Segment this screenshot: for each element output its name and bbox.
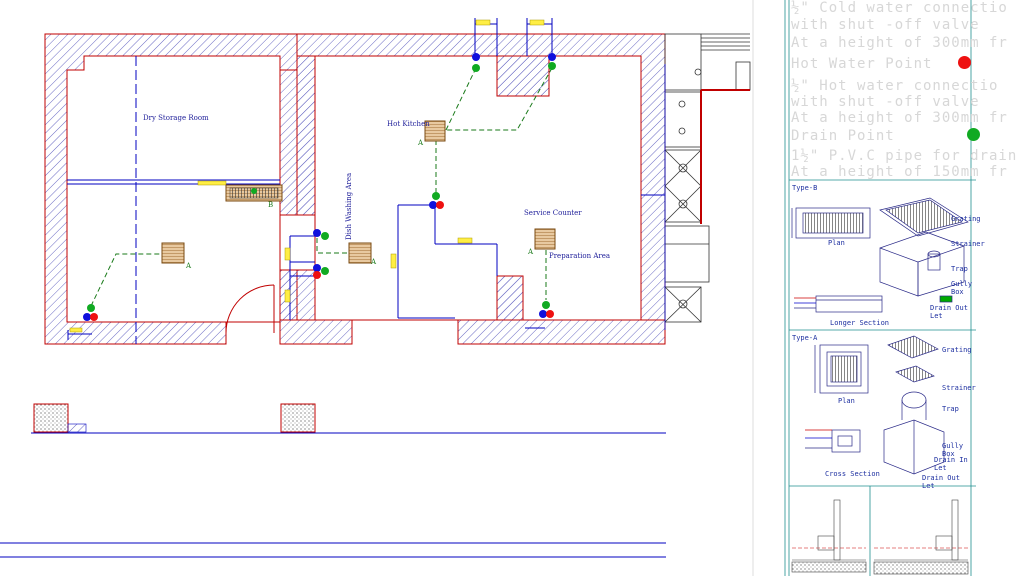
type-a-strainer: Strainer [942,384,976,392]
legend-hot-line2: with shut -off valve [791,94,980,110]
legend-drain-line1: 1½" P.V.C pipe for drain [791,148,1017,164]
section-strip [0,403,666,558]
legend-drain-line2: At a height of 150mm fr [791,164,1008,180]
legend-hot-line3: At a height of 300mm fr [791,110,1008,126]
label-service-counter: Service Counter [524,209,582,217]
type-a-drain-out: Drain Out Let [922,474,960,490]
type-b-grating: Grating [951,215,981,223]
type-b-title: Type-B [792,184,818,192]
drain-point-icon [966,128,980,141]
legend-cold-line1: ½" Cold water connectio [791,0,1008,16]
label-dry-storage: Dry Storage Room [143,114,209,122]
type-b-detail [791,197,969,313]
tag-a: A [186,262,192,270]
legend-hot-line1: ½" Hot water connectio [791,78,999,94]
legend-hot-title-text: Hot Water Point [791,56,933,72]
type-a-plan: Plan [838,397,855,405]
type-a-title: Type-A [792,334,818,342]
legend-cold-line2: with shut -off valve [791,17,980,33]
legend-drain-title-text: Drain Point [791,128,895,144]
type-b-section: Longer Section [830,319,890,327]
tag-a: A [371,258,377,266]
floor-plan-drawing [0,0,976,576]
type-a-drain-in: Drain In Let [934,456,968,472]
legend-hot-title: Hot Water Point [791,56,972,72]
type-a-trap: Trap [942,405,959,413]
type-b-strainer: Strainer [951,240,985,248]
type-b-trap: Trap [951,265,968,273]
type-a-detail [805,335,945,475]
type-b-gully: Gully Box [951,280,973,296]
type-a-section: Cross Section [825,470,880,478]
legend-cold-line3: At a height of 300mm fr [791,35,1008,51]
label-preparation: Preparation Area [549,252,611,260]
legend-drain-title: Drain Point [791,128,980,144]
type-a-grating: Grating [942,346,972,354]
tag-a: A [418,139,424,147]
tag-a: A [528,248,534,256]
type-a-gully: Gully Box [942,442,964,458]
hot-water-icon [958,56,972,69]
type-b-drain-out: Drain Out Let [930,304,968,320]
service-points [83,53,556,321]
door [225,284,275,334]
label-hot-kitchen: Hot Kitchen [387,120,430,128]
section-details [791,499,969,575]
tag-b: B [268,201,274,209]
type-b-plan: Plan [828,239,845,247]
label-dish-washing: Dish Washing Area [345,172,353,240]
